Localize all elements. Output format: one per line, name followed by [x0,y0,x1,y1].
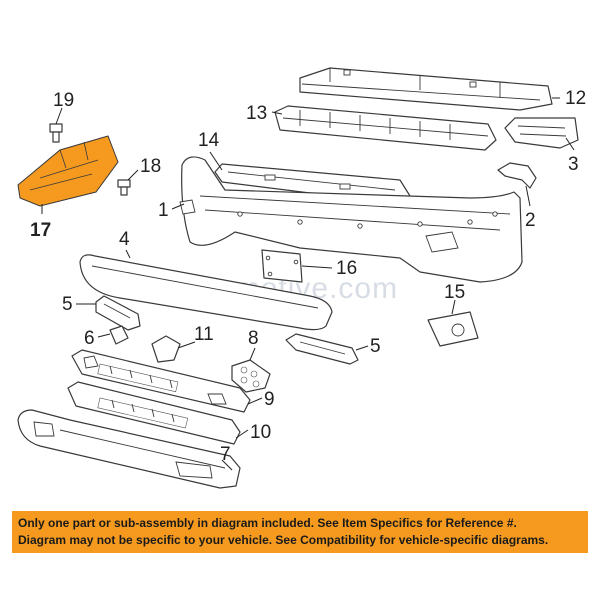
callout-5-right: 5 [370,336,381,357]
callout-17: 17 [30,220,51,241]
part-5-trim-right [285,333,359,365]
part-4-lower-fascia [79,254,333,331]
part-8-grille-insert [231,359,271,393]
callout-12: 12 [565,88,586,109]
callout-8: 8 [248,328,259,349]
part-19-bolt [49,123,63,143]
part-17-skid-plate-highlighted [17,135,119,207]
callout-1: 1 [158,200,169,221]
callout-16: 16 [336,258,357,279]
callout-6: 6 [84,328,95,349]
part-5-trim-left [95,295,141,331]
part-12-reinforcement-beam [299,67,553,111]
callout-18: 18 [140,156,161,177]
callout-9: 9 [264,389,275,410]
callout-15: 15 [444,282,465,303]
part-18-fastener [117,179,131,196]
part-1-bumper-cover [179,156,523,283]
callout-2: 2 [525,210,536,231]
part-3-bracket [504,117,579,149]
disclaimer-line-2: Diagram may not be specific to your vehi… [18,533,549,547]
callout-10: 10 [250,422,271,443]
part-2-side-bracket [497,162,537,189]
part-9-lower-grille [71,349,251,413]
callout-11: 11 [194,324,214,345]
part-11-tow-cover [151,335,181,363]
disclaimer-line-1: Only one part or sub-assembly in diagram… [18,516,517,530]
callout-14: 14 [198,130,220,151]
callout-3: 3 [568,154,579,175]
callout-7: 7 [220,444,231,465]
part-13-energy-absorber [274,105,497,151]
part-6-cap [109,325,129,345]
part-15-fog-bezel [427,311,479,347]
callout-5-left: 5 [62,294,73,315]
part-7-lower-valance [17,409,241,489]
part-16-license-bracket [261,249,303,283]
disclaimer-banner: Only one part or sub-assembly in diagram… [12,511,588,553]
callout-13: 13 [246,103,267,124]
callout-19: 19 [53,90,74,111]
part-10-grille [67,381,241,445]
callout-4: 4 [119,229,130,250]
